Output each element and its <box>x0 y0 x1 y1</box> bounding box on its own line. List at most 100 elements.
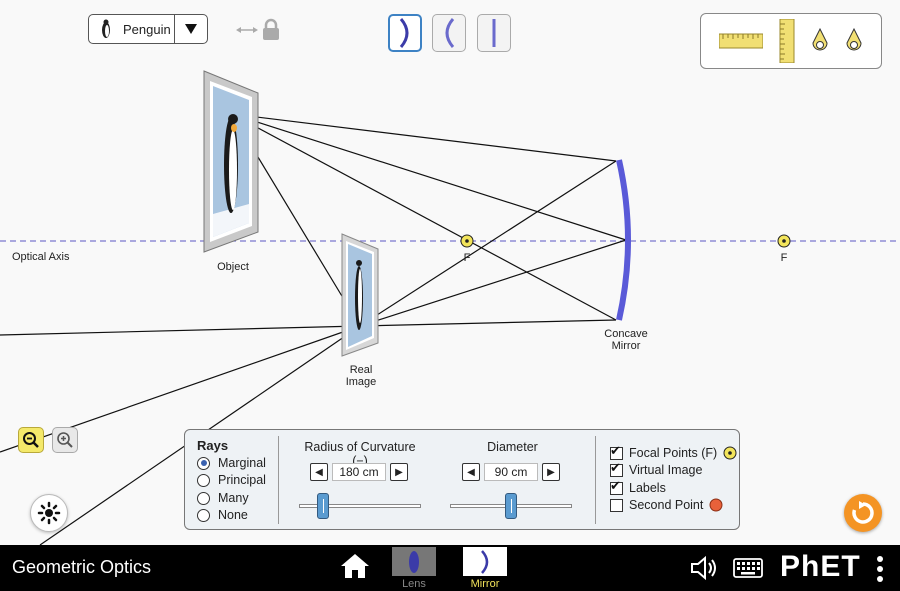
screen-mirror-button[interactable]: Mirror <box>463 547 507 590</box>
checkbox-label: Focal Points (F) <box>629 446 718 460</box>
focal-point-left[interactable] <box>460 234 474 248</box>
shape-concave-button[interactable] <box>388 14 422 52</box>
reset-icon <box>852 501 874 524</box>
optical-axis-label: Optical Axis <box>12 251 70 263</box>
checkbox-label: Second Point <box>629 498 704 512</box>
object-dropdown-value: Penguin <box>123 21 171 37</box>
real-image-label: Real Image <box>340 364 382 388</box>
panel-divider <box>278 436 279 524</box>
diameter-number-control: ◀ 90 cm ▶ <box>462 463 560 481</box>
checkbox-label: Labels <box>629 481 666 495</box>
rays-option-none[interactable]: None <box>197 508 248 522</box>
real-image-label-line1: Real <box>349 364 373 376</box>
toolbox <box>700 13 882 69</box>
lens-icon <box>409 550 419 573</box>
checkbox-second-point[interactable]: Second Point <box>610 498 723 512</box>
mirror-label-line1: Concave <box>604 328 648 340</box>
checkbox-box[interactable] <box>610 478 623 495</box>
flat-shape-icon <box>492 19 496 47</box>
horizontal-ruler-icon[interactable] <box>719 33 763 49</box>
screen-mirror-label: Mirror <box>470 578 500 590</box>
zoom-in-icon <box>57 432 73 448</box>
light-icon <box>37 501 61 525</box>
optics-scene <box>0 70 900 545</box>
concave-shape-icon <box>399 18 409 48</box>
screen-lens-label: Lens <box>402 578 426 590</box>
zoom-in-button[interactable] <box>52 427 78 453</box>
rays-option-label: None <box>218 508 248 522</box>
phet-logo[interactable]: PhET <box>780 550 861 583</box>
penguin-icon <box>97 19 115 39</box>
home-icon <box>341 554 369 578</box>
radius-value: 180 cm <box>332 463 386 481</box>
focal-point-right[interactable] <box>777 234 791 248</box>
control-panel: Rays Marginal Principal Many None Radius… <box>184 429 740 530</box>
mirror-label: Concave Mirror <box>598 328 654 352</box>
diameter-value: 90 cm <box>484 463 538 481</box>
object-dropdown[interactable]: Penguin <box>88 14 208 44</box>
probe-icon[interactable] <box>845 28 863 54</box>
rays-option-marginal[interactable]: Marginal <box>197 456 266 470</box>
panel-divider <box>595 436 596 524</box>
zoom-out-icon <box>23 432 39 448</box>
checkbox-focal-points[interactable]: Focal Points (F) <box>610 443 737 460</box>
play-area: Optical Axis Object Real Image Concave M… <box>0 0 900 545</box>
checkbox-label: Virtual Image <box>629 463 703 477</box>
shape-flat-button[interactable] <box>477 14 511 52</box>
app-title: Geometric Optics <box>12 557 152 577</box>
chevron-down-icon[interactable] <box>174 15 207 43</box>
diameter-decrement-button[interactable]: ◀ <box>462 463 480 481</box>
radio[interactable] <box>197 508 210 522</box>
probe-icon[interactable] <box>811 28 829 54</box>
sound-button[interactable] <box>690 555 720 586</box>
navigation-bar: Geometric Optics Lens Mirror <box>0 545 900 591</box>
radio-selected[interactable] <box>197 456 210 470</box>
rays-option-label: Principal <box>218 473 266 487</box>
rays-option-principal[interactable]: Principal <box>197 473 266 487</box>
screen-lens-button[interactable]: Lens <box>392 547 436 590</box>
checkbox-box[interactable] <box>610 443 623 460</box>
mirror-label-line2: Mirror <box>611 340 641 352</box>
rays-option-label: Marginal <box>218 456 266 470</box>
vertical-ruler-icon[interactable] <box>779 19 795 63</box>
mirror-screen-thumbnail <box>463 547 507 576</box>
reset-all-button[interactable] <box>844 494 882 532</box>
object-frame[interactable] <box>203 70 259 253</box>
focal-label-left: F <box>463 252 471 264</box>
zoom-out-button[interactable] <box>18 427 44 453</box>
shape-convex-button[interactable] <box>432 14 466 52</box>
convex-shape-icon <box>445 18 455 48</box>
keyboard-icon <box>733 558 763 578</box>
diameter-title: Diameter <box>487 440 538 454</box>
lock-control[interactable] <box>236 18 282 47</box>
phet-menu-button[interactable] <box>876 555 884 588</box>
diameter-increment-button[interactable]: ▶ <box>542 463 560 481</box>
checkbox-box[interactable] <box>610 498 623 512</box>
mirror-icon <box>481 549 489 574</box>
keyboard-help-button[interactable] <box>733 558 763 583</box>
checkbox-virtual-image[interactable]: Virtual Image <box>610 460 703 477</box>
second-point-icon <box>709 498 723 512</box>
concave-mirror[interactable] <box>616 159 631 321</box>
real-image-label-line2: Image <box>345 376 377 388</box>
real-image-frame <box>341 233 379 357</box>
radius-slider-thumb[interactable] <box>317 493 330 519</box>
light-button[interactable] <box>30 494 68 532</box>
sound-icon <box>691 555 716 581</box>
home-button[interactable] <box>340 553 370 584</box>
rays-option-label: Many <box>218 491 249 505</box>
focal-point-icon <box>723 446 737 460</box>
radius-decrement-button[interactable]: ◀ <box>310 463 328 481</box>
object-label: Object <box>217 261 249 273</box>
radius-number-control: ◀ 180 cm ▶ <box>310 463 408 481</box>
radio[interactable] <box>197 491 210 505</box>
radius-increment-button[interactable]: ▶ <box>390 463 408 481</box>
rays-option-many[interactable]: Many <box>197 491 249 505</box>
checkbox-labels[interactable]: Labels <box>610 478 666 495</box>
rays-title: Rays <box>197 438 229 453</box>
radio[interactable] <box>197 473 210 487</box>
radius-slider-track[interactable] <box>299 504 421 508</box>
checkbox-box[interactable] <box>610 460 623 477</box>
diameter-slider-thumb[interactable] <box>505 493 517 519</box>
focal-label-right: F <box>780 252 788 264</box>
